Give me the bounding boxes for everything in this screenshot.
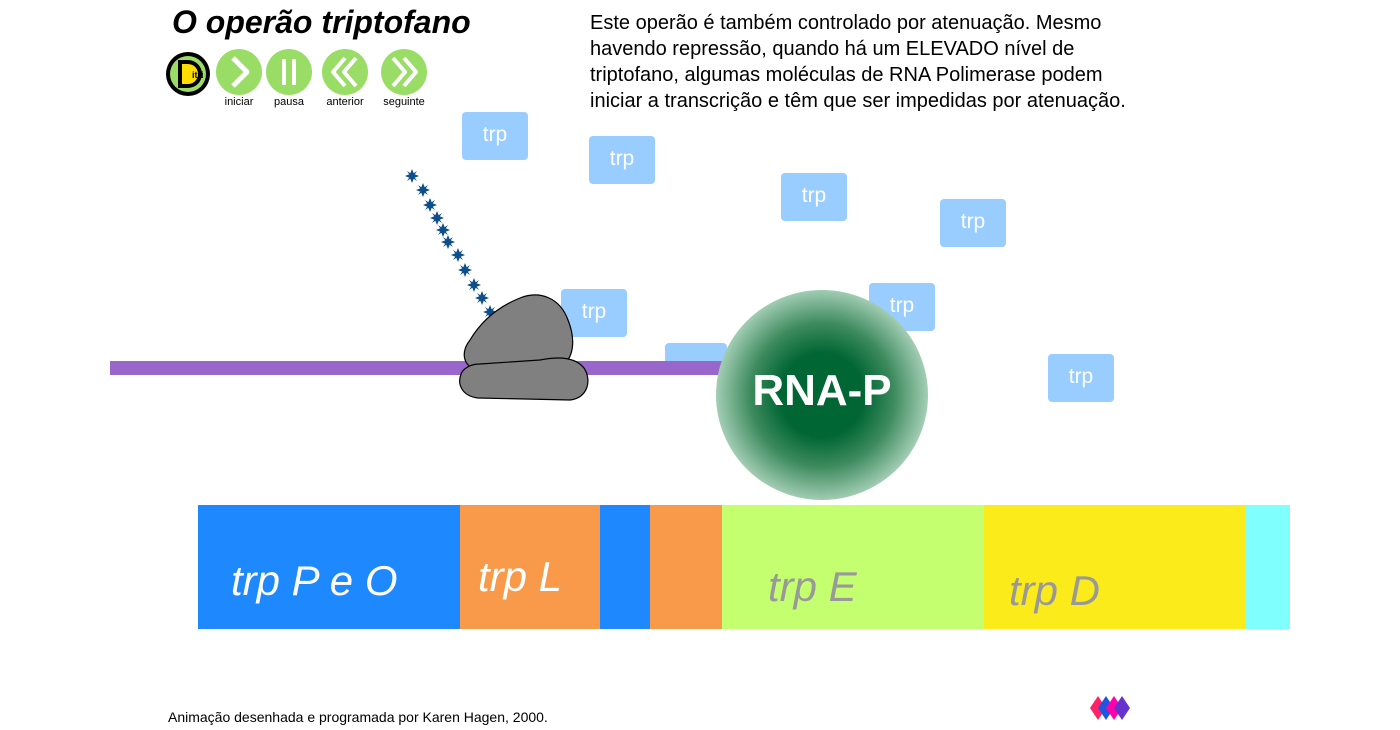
- trp-molecule: trp: [781, 173, 847, 221]
- svg-text:itri: itri: [192, 70, 204, 80]
- mrna-chain: [405, 169, 497, 319]
- animation-controls: itri iniciar pausa anterior seguinte: [164, 48, 444, 112]
- previous-button[interactable]: anterior: [320, 48, 370, 108]
- previous-label: anterior: [326, 96, 364, 108]
- play-icon: [216, 49, 262, 95]
- promoter-operator-segment: [198, 505, 460, 629]
- rewind-icon: [322, 49, 368, 95]
- description-text: Este operão é também controlado por aten…: [590, 12, 1126, 112]
- footer-credit: Animação desenhada e programada por Kare…: [168, 709, 548, 725]
- start-label: iniciar: [224, 96, 254, 108]
- ditri-logo-icon: itri: [166, 52, 210, 96]
- page-title: O operão triptofano: [172, 4, 471, 40]
- trp-molecule: trp: [462, 112, 528, 160]
- gene-e-segment: [722, 505, 984, 629]
- leader-segment-2: [650, 505, 722, 629]
- trp-molecule: trp: [561, 289, 627, 337]
- next-button[interactable]: seguinte: [379, 48, 429, 108]
- promoter-operator-label: trp P e O: [231, 557, 398, 604]
- next-gene-segment: [1246, 505, 1290, 629]
- start-button[interactable]: iniciar: [214, 48, 264, 108]
- brand-logo-icon: [1090, 696, 1130, 720]
- trp-molecule: trp: [940, 199, 1006, 247]
- rna-polymerase-label: RNA-P: [752, 366, 892, 415]
- pause-button[interactable]: pausa: [264, 48, 314, 108]
- ditri-logo-button[interactable]: itri: [164, 50, 212, 103]
- trp-molecule: trp: [589, 136, 655, 184]
- attenuator-segment: [600, 505, 650, 629]
- leader-segment: [460, 505, 600, 629]
- pause-label: pausa: [274, 96, 304, 108]
- ribosome: [459, 294, 589, 401]
- gene-d-label: trp D: [1009, 567, 1101, 614]
- gene-d-segment: [984, 505, 1246, 629]
- leader-label: trp L: [478, 553, 563, 600]
- fast-forward-icon: [381, 49, 427, 95]
- trp-molecule: trp: [1048, 354, 1114, 402]
- next-label: seguinte: [383, 96, 425, 108]
- pause-icon: [266, 49, 312, 95]
- gene-e-label: trp E: [768, 563, 857, 610]
- rna-polymerase: RNA-P: [716, 290, 928, 500]
